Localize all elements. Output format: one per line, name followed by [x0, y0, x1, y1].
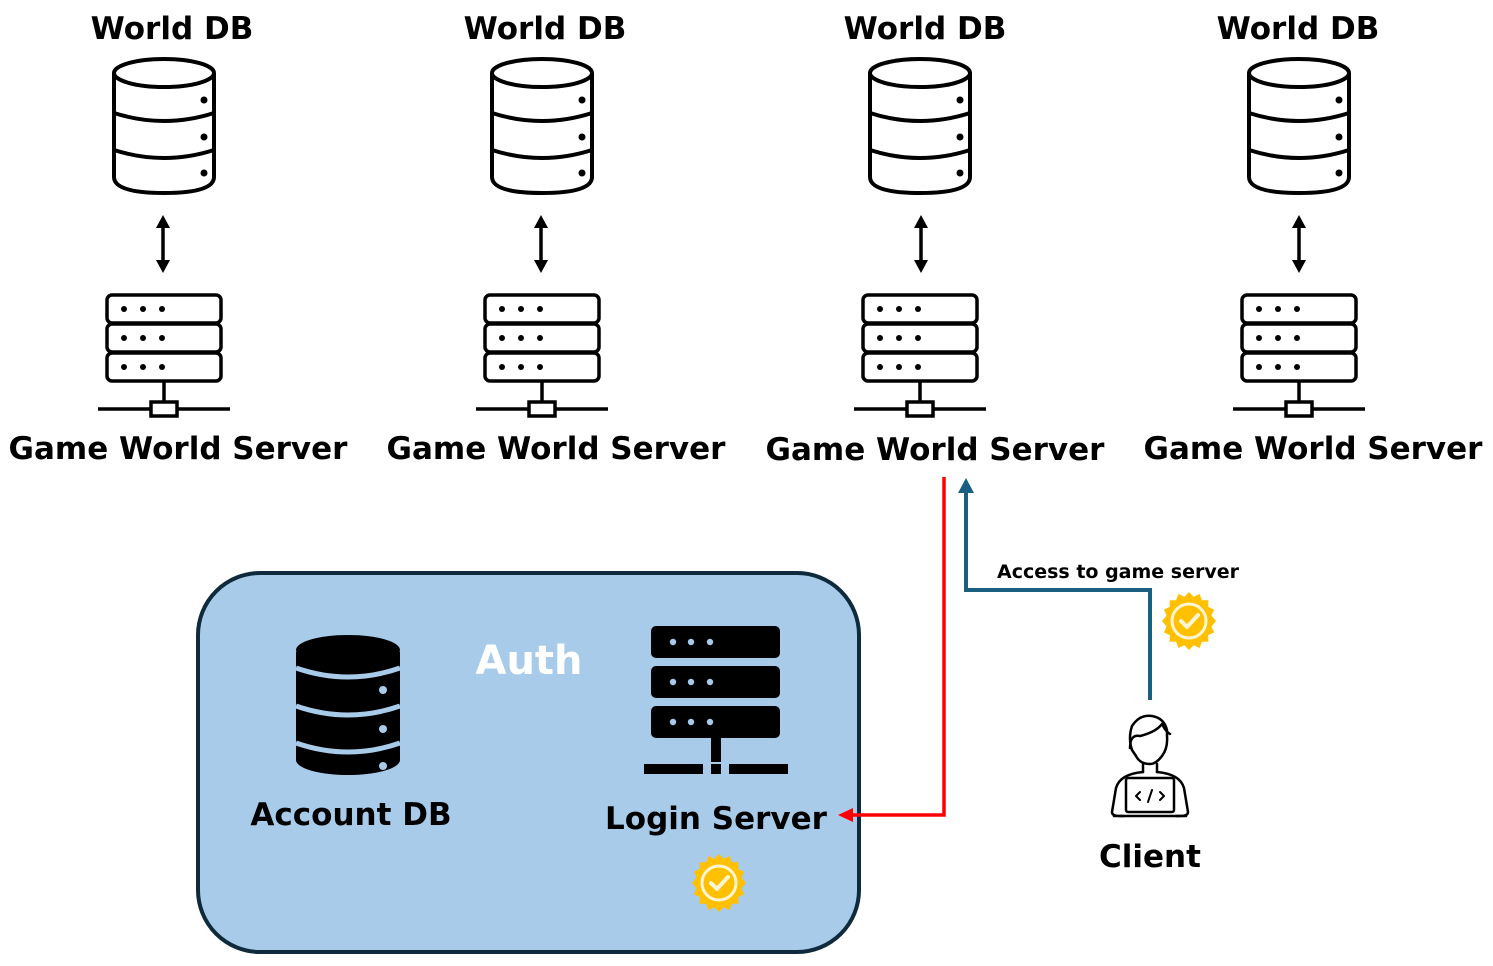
database-outline-icon [1247, 57, 1351, 195]
auth-group: Auth Account DB Login Serve [196, 571, 861, 954]
arrow-up-icon [958, 478, 974, 493]
database-outline-icon [112, 57, 216, 195]
verified-badge-icon [1160, 590, 1218, 652]
verified-badge-icon [690, 852, 748, 914]
login-verification-connector [838, 477, 946, 822]
auth-title: Auth [475, 638, 582, 684]
game-world-server-label: Game World Server [766, 432, 1106, 468]
world-db-label: World DB [91, 11, 254, 47]
server-network-outline-icon [1231, 293, 1367, 418]
world-db-label: World DB [464, 11, 627, 47]
client-label: Client [1099, 839, 1201, 875]
server-network-solid-icon [644, 626, 788, 774]
game-world-server-label: Game World Server [1144, 431, 1484, 467]
world-node: World DB Game World Server [9, 11, 349, 467]
world-node: World DB Game World Server [387, 11, 727, 467]
world-db-label: World DB [844, 11, 1007, 47]
world-db-label: World DB [1217, 11, 1380, 47]
database-solid-icon [295, 635, 401, 775]
world-node: World DB Game World Server [766, 11, 1106, 468]
database-outline-icon [490, 57, 594, 195]
arrow-left-icon [838, 808, 853, 822]
server-network-outline-icon [852, 293, 988, 418]
developer-laptop-icon [1110, 714, 1190, 818]
bidirectional-arrow-icon [532, 213, 550, 275]
bidirectional-arrow-icon [1290, 213, 1308, 275]
access-label: Access to game server [997, 561, 1240, 583]
login-server-label: Login Server [605, 801, 828, 837]
world-node: World DB Game World Server [1144, 11, 1484, 467]
game-world-server-label: Game World Server [387, 431, 727, 467]
bidirectional-arrow-icon [154, 213, 172, 275]
account-db-label: Account DB [250, 797, 451, 833]
server-network-outline-icon [474, 293, 610, 418]
bidirectional-arrow-icon [912, 213, 930, 275]
client-access-connector: Access to game server [958, 478, 1240, 700]
game-world-server-label: Game World Server [9, 431, 349, 467]
database-outline-icon [868, 57, 972, 195]
client-node: Client [1099, 714, 1201, 875]
server-network-outline-icon [96, 293, 232, 418]
